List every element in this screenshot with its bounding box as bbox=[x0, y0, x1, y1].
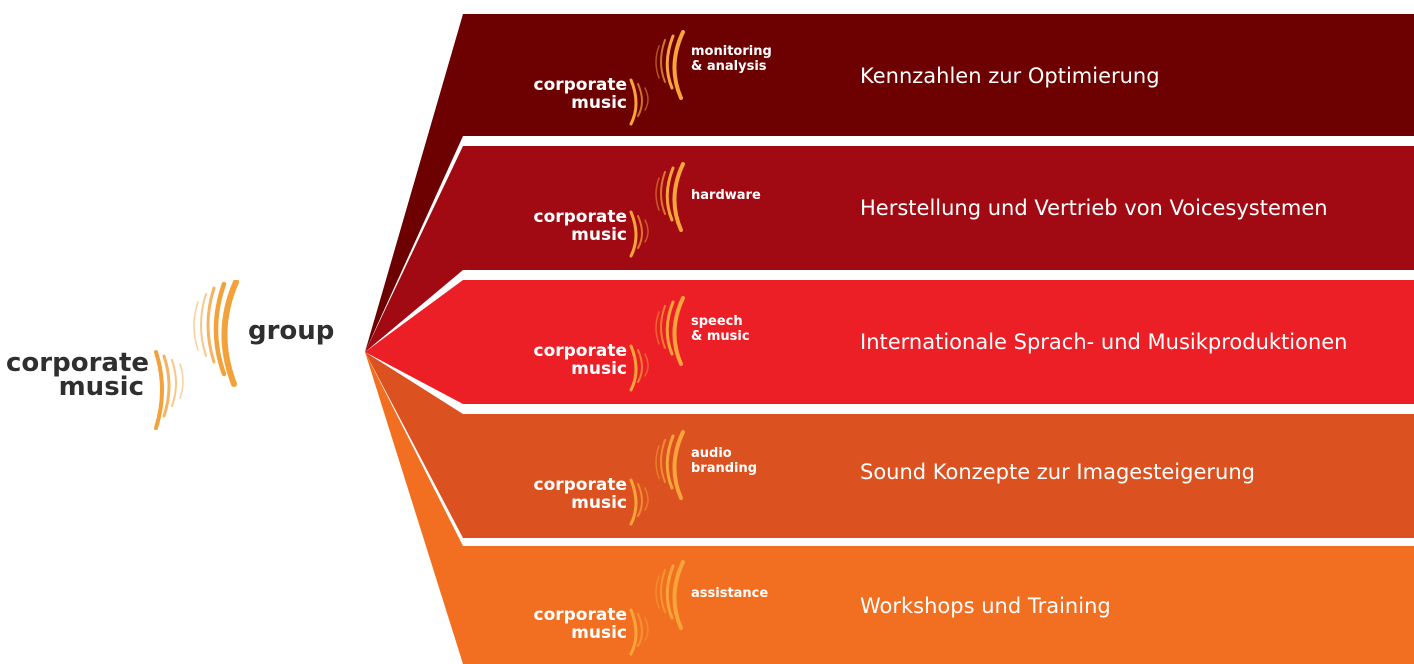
logo-word-music: music bbox=[571, 623, 627, 643]
logo-word-music: music bbox=[58, 372, 144, 402]
wedge-assistance bbox=[365, 352, 463, 664]
logo-word-music: music bbox=[571, 93, 627, 113]
division-description: Kennzahlen zur Optimierung bbox=[860, 64, 1160, 88]
division-logo: corporate music speech & music bbox=[523, 280, 843, 404]
division-band-branding: corporate music audio branding Sound Kon… bbox=[463, 414, 1414, 538]
division-band-speech: corporate music speech & music Internati… bbox=[463, 280, 1414, 404]
corporate-music-group-logo: corporate music group bbox=[0, 270, 350, 440]
logo-word-corporate: corporate bbox=[6, 348, 149, 378]
division-tag: audio branding bbox=[691, 446, 758, 476]
division-description: Internationale Sprach- und Musikprodukti… bbox=[860, 330, 1348, 354]
division-tag: monitoring & analysis bbox=[691, 44, 772, 74]
wedge-speech bbox=[365, 280, 463, 404]
sound-wave-icon bbox=[629, 430, 685, 526]
logo-word-corporate: corporate bbox=[533, 341, 628, 361]
division-logo: corporate music hardware bbox=[523, 146, 843, 270]
logo-word-music: music bbox=[571, 225, 627, 245]
division-logo: corporate music monitoring & analysis bbox=[523, 14, 843, 136]
logo-word-music: music bbox=[571, 493, 627, 513]
wedge-monitoring bbox=[365, 14, 463, 352]
logo-word-corporate: corporate bbox=[533, 605, 628, 625]
sound-wave-icon bbox=[154, 280, 239, 430]
logo-word-music: music bbox=[571, 359, 627, 379]
logo-word-corporate: corporate bbox=[533, 475, 628, 495]
wedge-hardware bbox=[365, 146, 463, 352]
division-logo: corporate music audio branding bbox=[523, 414, 843, 538]
logo-word-corporate: corporate bbox=[533, 207, 628, 227]
logo-word-corporate: corporate bbox=[533, 75, 628, 95]
sound-wave-icon bbox=[629, 30, 685, 126]
division-tag: assistance bbox=[691, 586, 769, 601]
wedge-branding bbox=[365, 352, 463, 538]
sound-wave-icon bbox=[629, 296, 685, 392]
division-band-monitoring: corporate music monitoring & analysis Ke… bbox=[463, 14, 1414, 136]
logo-word-group: group bbox=[248, 316, 335, 346]
division-tag: hardware bbox=[691, 188, 761, 203]
sound-wave-icon bbox=[629, 162, 685, 258]
division-description: Herstellung und Vertrieb von Voicesystem… bbox=[860, 196, 1328, 220]
division-description: Sound Konzepte zur Imagesteigerung bbox=[860, 460, 1255, 484]
sound-wave-icon bbox=[629, 560, 685, 656]
division-band-hardware: corporate music hardware Herstellung und… bbox=[463, 146, 1414, 270]
division-tag: speech & music bbox=[691, 314, 750, 344]
division-band-assistance: corporate music assistance Workshops und… bbox=[463, 546, 1414, 664]
division-logo: corporate music assistance bbox=[523, 546, 843, 664]
division-description: Workshops und Training bbox=[860, 594, 1111, 618]
